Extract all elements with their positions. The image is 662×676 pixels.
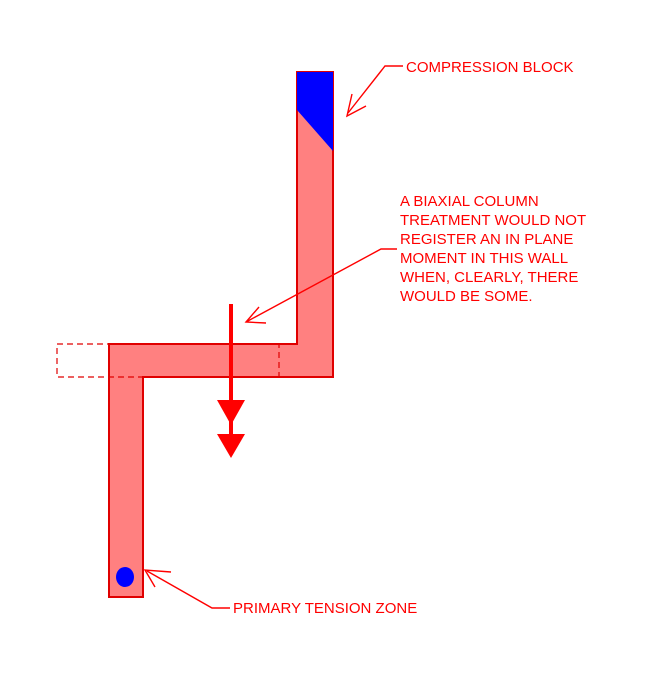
compression-block — [297, 72, 333, 151]
tension-zone-label: PRIMARY TENSION ZONE — [233, 600, 417, 617]
wall-section — [108, 71, 334, 598]
arrowhead-lower — [217, 434, 245, 458]
note-line: WOULD BE SOME. — [400, 288, 533, 305]
note-line: REGISTER AN IN PLANE — [400, 231, 573, 248]
dashed-flange-outline — [56, 343, 280, 378]
tension-leader — [143, 569, 230, 609]
load-arrow — [217, 304, 245, 458]
note-line: MOMENT IN THIS WALL — [400, 250, 568, 267]
note-line: TREATMENT WOULD NOT — [400, 212, 586, 229]
note-text: A BIAXIAL COLUMN TREATMENT WOULD NOT REG… — [400, 193, 590, 305]
note-line: A BIAXIAL COLUMN — [400, 193, 539, 210]
arrowhead-upper — [217, 400, 245, 425]
note-line: WHEN, CLEARLY, THERE — [400, 269, 578, 286]
compression-block-label: COMPRESSION BLOCK — [406, 59, 574, 76]
note-leader — [244, 248, 397, 324]
tension-point — [116, 567, 134, 587]
compression-leader — [345, 65, 403, 118]
